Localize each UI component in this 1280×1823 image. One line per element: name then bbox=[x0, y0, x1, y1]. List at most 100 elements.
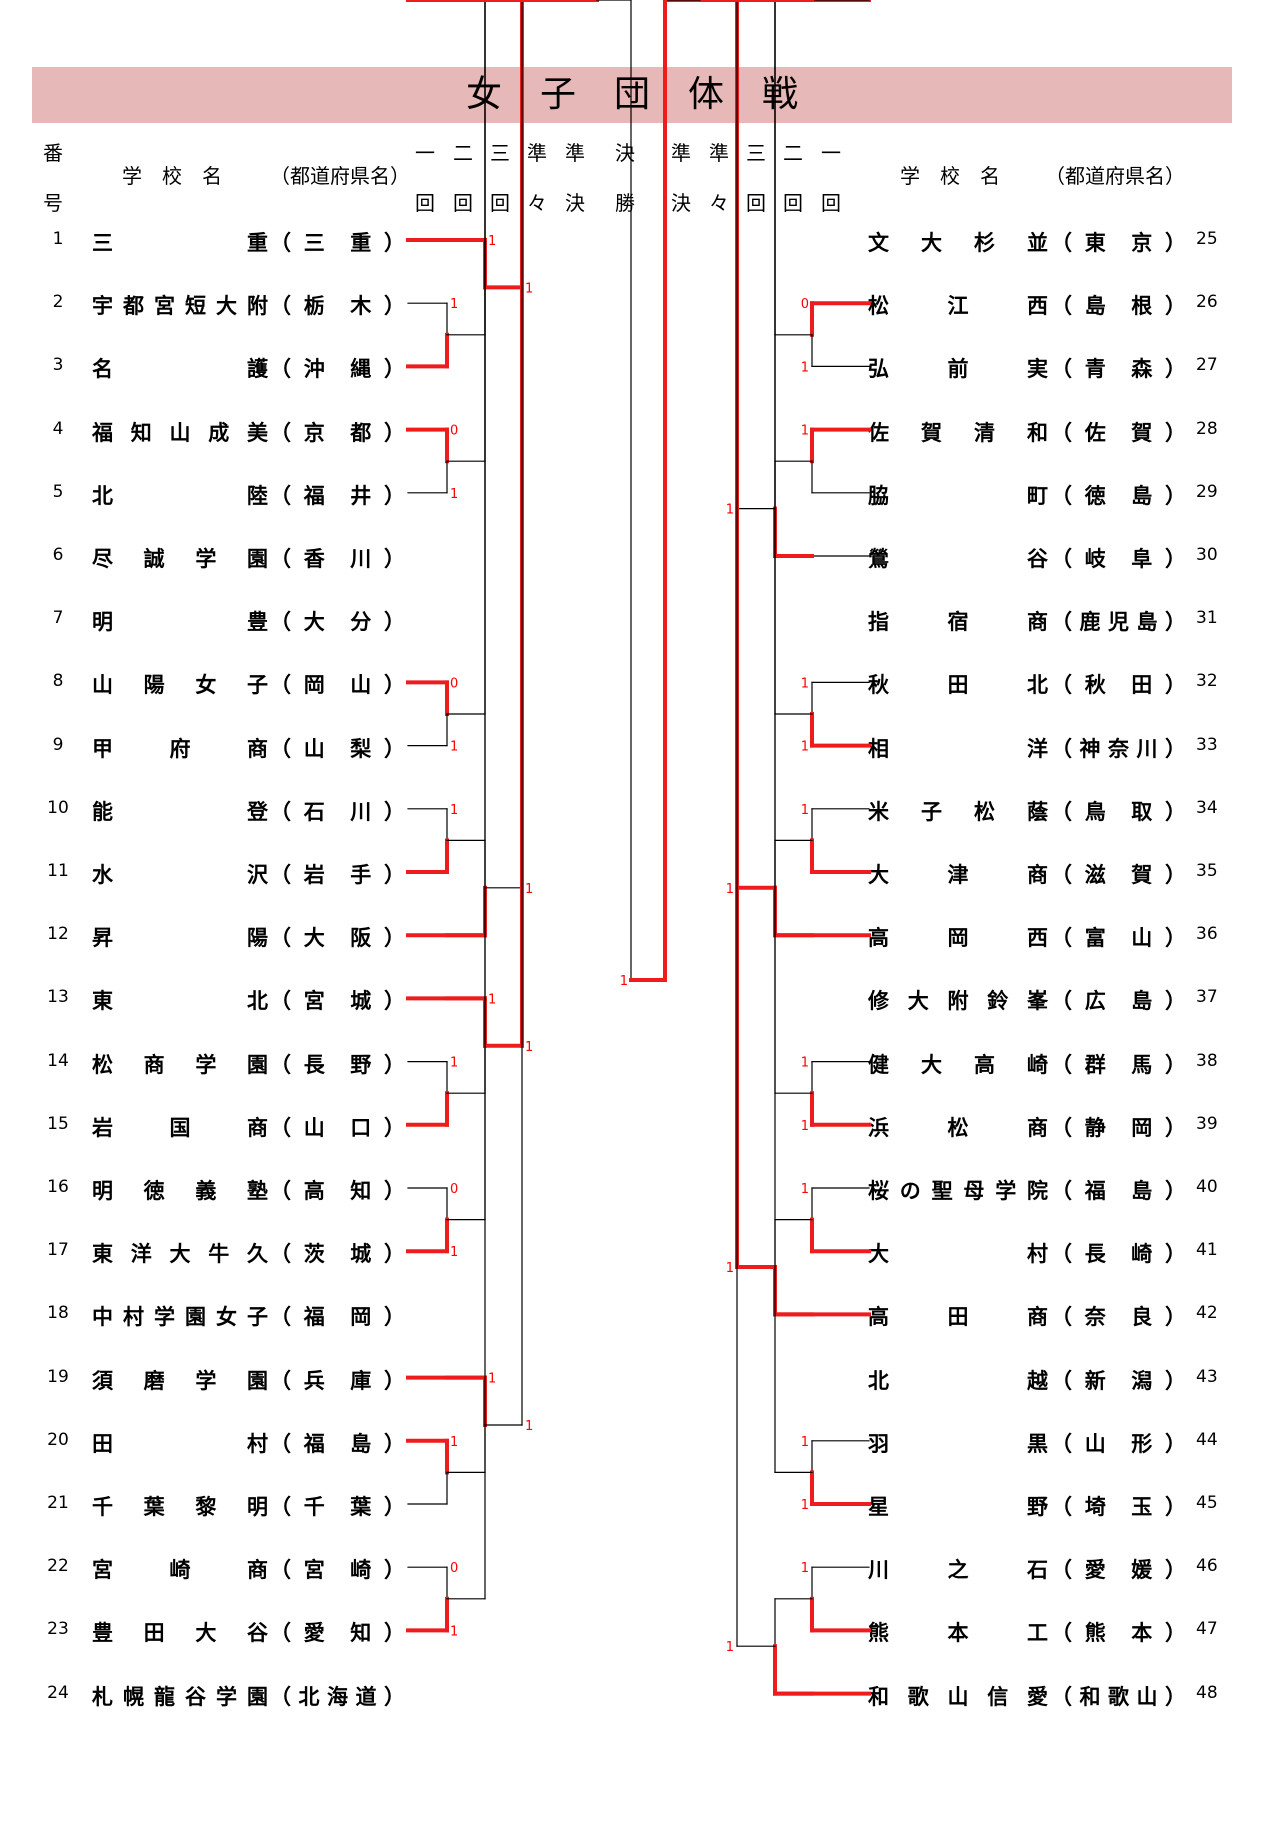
round-label-top: 準 bbox=[671, 141, 691, 165]
prefecture: （神奈川） bbox=[1051, 736, 1186, 761]
prefecture: （兵庫） bbox=[270, 1368, 405, 1393]
team-number: 4 bbox=[52, 418, 64, 439]
round-label-top: 準 bbox=[709, 141, 729, 165]
prefecture: （大分） bbox=[270, 610, 405, 635]
school-name: 文大杉並 bbox=[868, 231, 1048, 255]
team-number: 15 bbox=[47, 1113, 69, 1134]
prefecture: （茨城） bbox=[270, 1242, 405, 1267]
score-label: 1 bbox=[726, 1640, 734, 1655]
prefecture: （埼玉） bbox=[1051, 1495, 1186, 1519]
prefecture: （奈良） bbox=[1051, 1305, 1186, 1330]
score-label: 1 bbox=[620, 974, 628, 989]
school-name: 岩国商 bbox=[92, 1115, 268, 1140]
team-number: 5 bbox=[52, 481, 64, 502]
team-number: 38 bbox=[1196, 1050, 1218, 1071]
prefecture: （岡山） bbox=[270, 673, 405, 698]
school-name: 須磨学園 bbox=[92, 1368, 268, 1393]
prefecture: （長崎） bbox=[1051, 1242, 1186, 1267]
school-name: 山陽女子 bbox=[92, 673, 268, 698]
prefecture: （山梨） bbox=[270, 736, 405, 761]
prefecture: （静岡） bbox=[1051, 1115, 1186, 1140]
prefecture: （愛媛） bbox=[1051, 1558, 1186, 1583]
school-name: 浜松商 bbox=[868, 1115, 1048, 1140]
prefecture: （山口） bbox=[270, 1115, 405, 1140]
prefecture: （石川） bbox=[270, 799, 405, 824]
round-label-top: 二 bbox=[453, 141, 473, 165]
prefecture: （山形） bbox=[1051, 1431, 1186, 1456]
round-label-top: 準 bbox=[565, 141, 585, 165]
school-name: 相洋 bbox=[868, 736, 1048, 761]
round-label-bottom: 回 bbox=[783, 191, 803, 215]
school-name: 能登 bbox=[92, 799, 268, 824]
score-label: 1 bbox=[450, 1056, 458, 1071]
school-name: 北越 bbox=[868, 1368, 1048, 1393]
school-name: 昇陽 bbox=[92, 926, 268, 951]
score-label: 1 bbox=[726, 503, 734, 518]
school-name: 星野 bbox=[868, 1495, 1048, 1519]
team-number: 9 bbox=[52, 734, 64, 755]
school-name: 尽誠学園 bbox=[92, 547, 268, 571]
round-label-bottom: 回 bbox=[490, 191, 510, 215]
team-number: 25 bbox=[1196, 229, 1218, 249]
prefecture: （京都） bbox=[270, 420, 405, 445]
score-label: 1 bbox=[450, 1245, 458, 1260]
school-name: 高田商 bbox=[868, 1305, 1048, 1330]
school-name: 修大附鈴峯 bbox=[868, 989, 1048, 1014]
prefecture: （三重） bbox=[270, 231, 405, 255]
prefecture: （香川） bbox=[270, 547, 405, 571]
school-name: 桜の聖母学院 bbox=[868, 1179, 1048, 1203]
score-label: 0 bbox=[450, 1561, 458, 1576]
round-label-top: 一 bbox=[821, 141, 841, 165]
round-label-bottom: 回 bbox=[746, 191, 766, 215]
score-label: 1 bbox=[600, 0, 608, 4]
score-label: 1 bbox=[801, 676, 809, 691]
school-name: 宇都宮短大附 bbox=[92, 294, 268, 319]
score-label: 1 bbox=[525, 882, 533, 897]
team-number: 30 bbox=[1196, 545, 1218, 565]
school-name: 北陸 bbox=[92, 483, 268, 508]
team-number: 32 bbox=[1196, 671, 1218, 692]
team-number: 11 bbox=[47, 861, 69, 881]
score-label: 1 bbox=[801, 1056, 809, 1071]
team-number: 23 bbox=[47, 1619, 69, 1640]
score-label: 0 bbox=[801, 297, 809, 312]
round-label-bottom: 決 bbox=[671, 191, 691, 215]
school-name: 中村学園女子 bbox=[92, 1305, 268, 1330]
round-label-bottom: 決 bbox=[565, 191, 585, 215]
score-label: 1 bbox=[726, 1261, 734, 1276]
pref-header-left: （都道府県名） bbox=[270, 164, 410, 188]
team-number: 36 bbox=[1196, 924, 1218, 945]
team-number: 48 bbox=[1196, 1682, 1218, 1703]
team-number: 37 bbox=[1196, 987, 1218, 1008]
score-label: 1 bbox=[450, 803, 458, 818]
round-label-top: 準 bbox=[527, 141, 547, 165]
team-number: 28 bbox=[1196, 418, 1218, 439]
team-number: 40 bbox=[1196, 1177, 1218, 1197]
prefecture: （富山） bbox=[1051, 926, 1186, 951]
score-label: 0 bbox=[654, 0, 662, 4]
score-label: 1 bbox=[801, 1498, 809, 1513]
round-label-bottom: 勝 bbox=[615, 191, 635, 215]
score-label: 1 bbox=[654, 0, 662, 4]
score-label: 1 bbox=[801, 1182, 809, 1197]
school-name: 千葉黎明 bbox=[92, 1495, 268, 1519]
team-number: 8 bbox=[52, 671, 64, 692]
prefecture: （栃木） bbox=[270, 294, 405, 319]
prefecture: （福井） bbox=[270, 483, 405, 508]
score-label: 1 bbox=[801, 1435, 809, 1450]
prefecture: （広島） bbox=[1051, 989, 1186, 1014]
team-number: 2 bbox=[52, 292, 64, 313]
number-header-bottom: 号 bbox=[43, 191, 63, 215]
school-name: 名護 bbox=[92, 357, 268, 382]
school-name: 高岡西 bbox=[868, 926, 1048, 951]
school-name: 松江西 bbox=[868, 294, 1048, 319]
team-number: 27 bbox=[1196, 355, 1218, 376]
score-label: 1 bbox=[450, 1435, 458, 1450]
prefecture: （福島） bbox=[270, 1431, 405, 1456]
score-label: 1 bbox=[801, 1119, 809, 1134]
school-name: 熊本工 bbox=[868, 1621, 1048, 1646]
team-number: 43 bbox=[1196, 1366, 1218, 1387]
prefecture: （北海道） bbox=[270, 1684, 405, 1709]
score-label: 1 bbox=[450, 1624, 458, 1639]
prefecture: （島根） bbox=[1051, 294, 1186, 319]
